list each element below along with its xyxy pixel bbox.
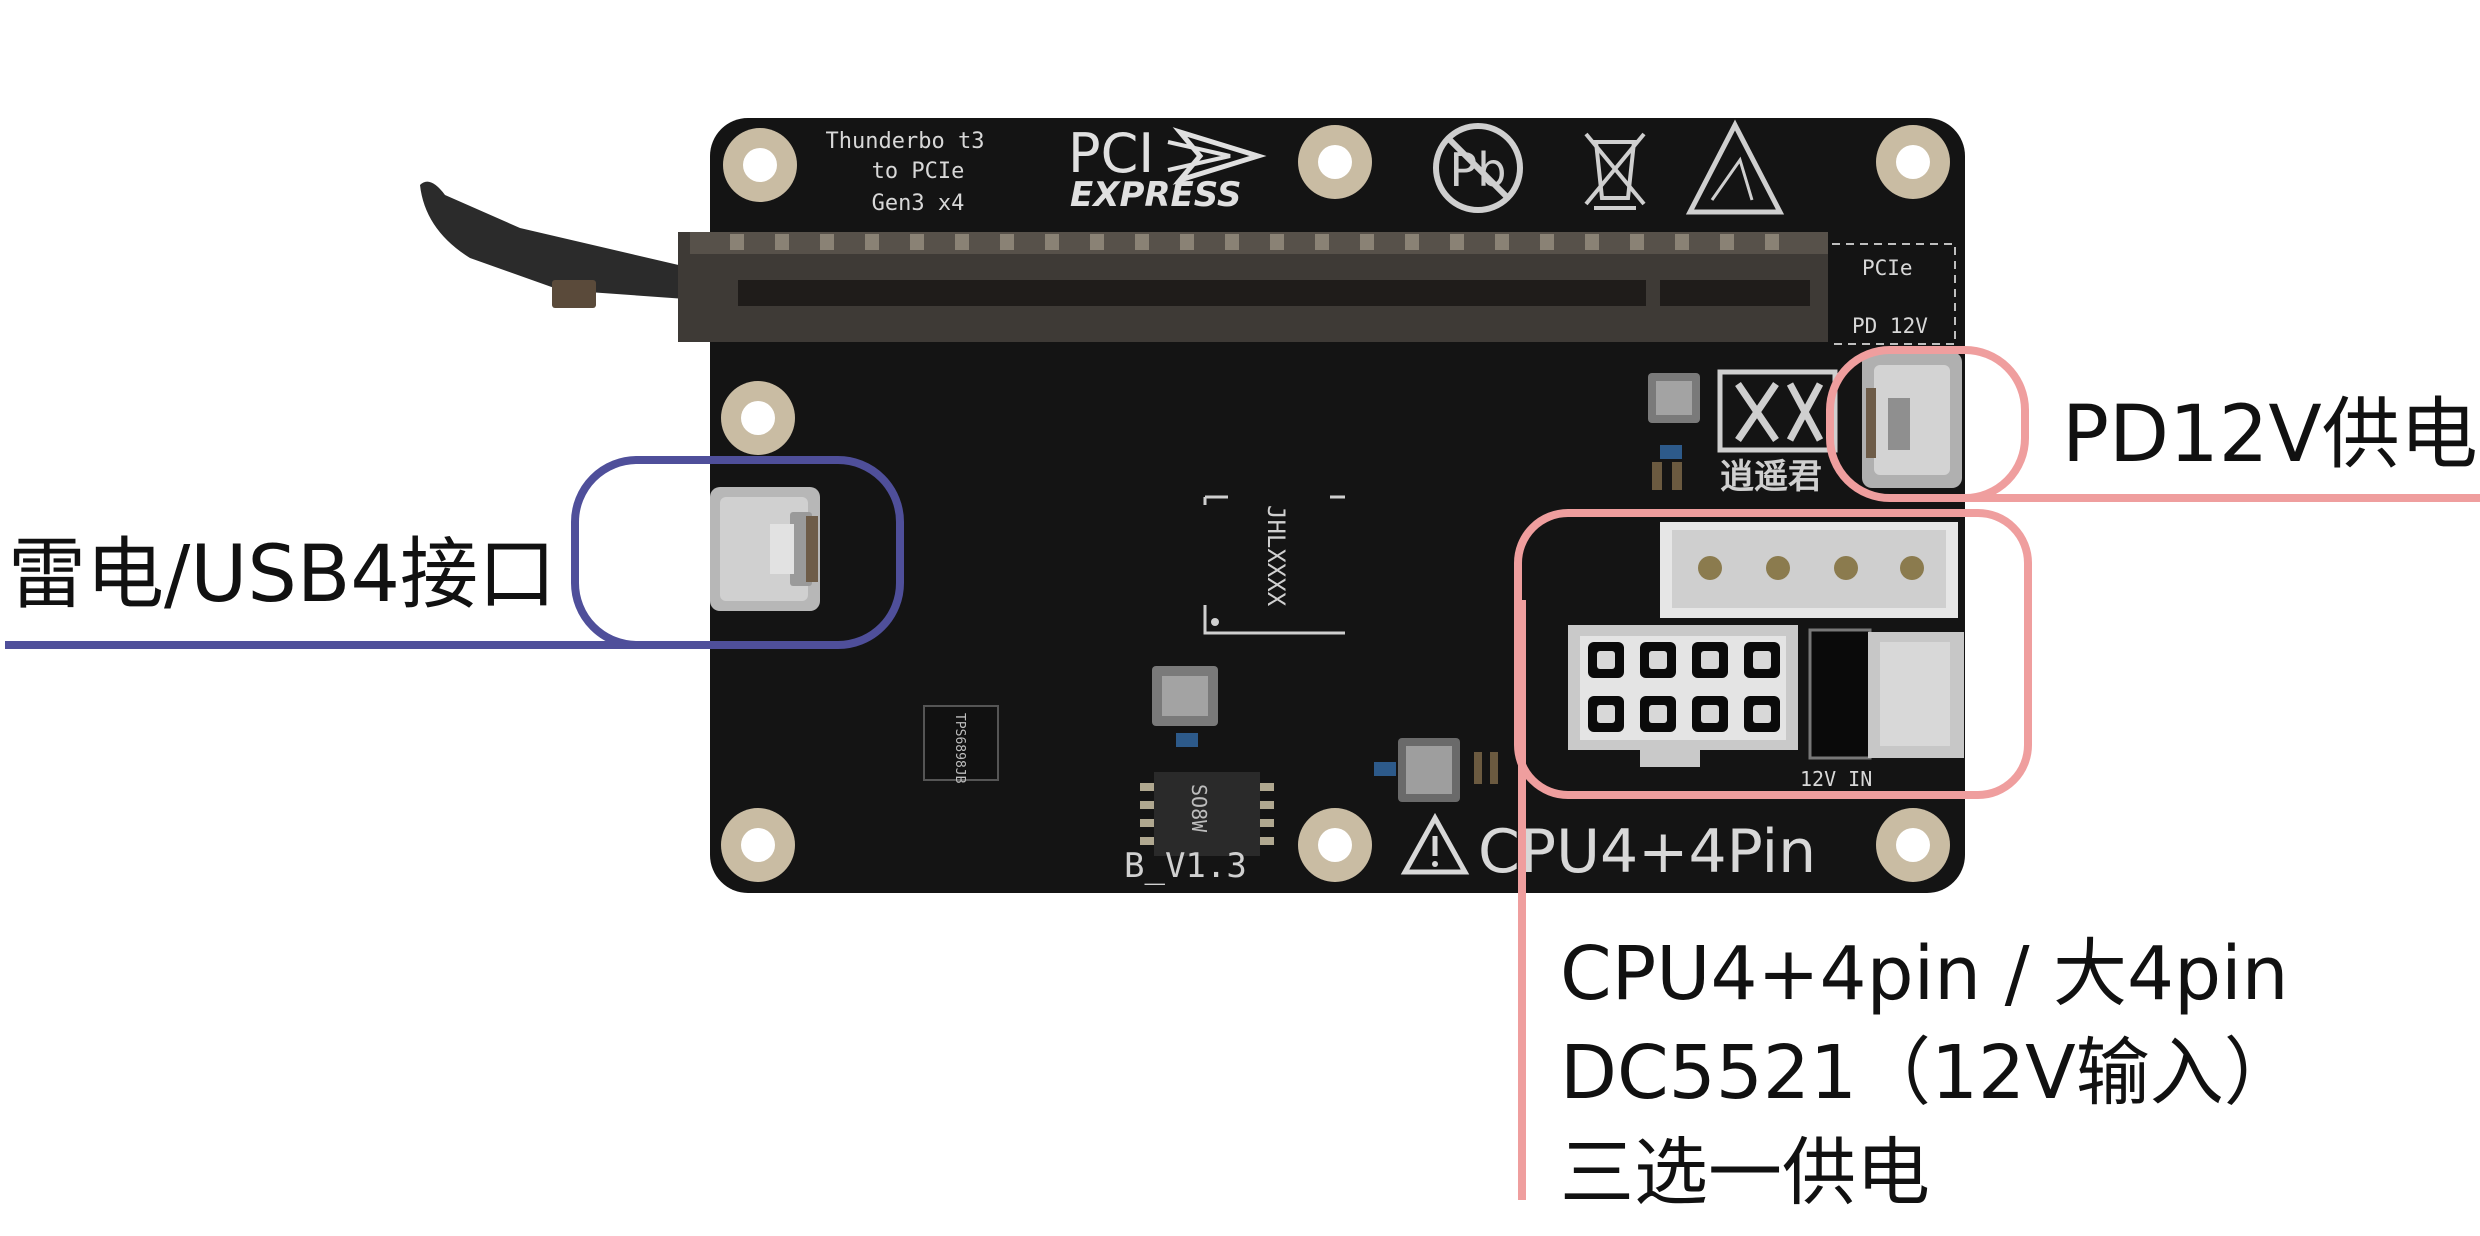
power-callout-line: CPU4+4pin / 大4pin — [1560, 931, 2289, 1017]
slot-tooth — [1135, 234, 1149, 250]
pci-express-logo: PCI EXPRESS — [1068, 122, 1267, 215]
esd-warning-icon — [1685, 119, 1785, 215]
molex-4pin-connector — [1660, 522, 1958, 618]
mounting-hole — [1876, 808, 1950, 882]
slot-tooth — [1630, 234, 1644, 250]
small-chip-label: TPS6898JB — [952, 713, 967, 784]
slot-tooth — [1360, 234, 1374, 250]
cpu-warning: CPU4+4Pin — [1400, 812, 1816, 887]
weee-icon — [1584, 132, 1646, 210]
slot-tooth — [730, 234, 744, 250]
slot-tooth — [1270, 234, 1284, 250]
thunderbolt-usb-c-port — [710, 487, 820, 611]
slot-tooth — [1765, 234, 1779, 250]
pin-contact — [1597, 705, 1615, 723]
mounting-holes — [721, 125, 1950, 882]
thunderbolt-callout — [5, 456, 904, 649]
inductor — [1152, 666, 1218, 747]
lead-free-icon: Pb — [1433, 123, 1523, 213]
pin-contact — [1701, 705, 1719, 723]
pd12v-label: PD 12V — [1852, 314, 1928, 338]
power-callout-line: DC5521（12V输入） — [1560, 1030, 2298, 1116]
pin-contact — [1701, 651, 1719, 669]
board-title: Thunderbo t3 to PCIe Gen3 x4 — [826, 129, 985, 216]
inductor — [1648, 373, 1700, 490]
controller-chip: JHLXXXX — [1203, 495, 1345, 635]
pin-contact — [1753, 705, 1771, 723]
mounting-hole — [1298, 125, 1372, 199]
slot-tooth — [1495, 234, 1509, 250]
slot-tooth — [1000, 234, 1014, 250]
dc5521-jack: 12V IN — [1800, 628, 1964, 791]
pci-bracket — [420, 181, 700, 308]
board-title-line: Thunderbo t3 — [826, 129, 985, 154]
so8w-chip: SO8W — [1140, 772, 1274, 856]
pcie-label: PCIe — [1862, 256, 1913, 280]
pci-logo-top: PCI — [1068, 122, 1154, 185]
power-in-label: 12V IN — [1800, 767, 1872, 791]
slot-tooth — [955, 234, 969, 250]
mounting-hole — [721, 381, 795, 455]
slot-tooth — [865, 234, 879, 250]
slot-tooth — [1585, 234, 1599, 250]
power-callout — [1514, 509, 2032, 1200]
power-callout-line: 三选一供电 — [1560, 1130, 1930, 1216]
pci-logo-bottom: EXPRESS — [1070, 175, 1242, 215]
mounting-hole — [723, 128, 797, 202]
slot-tooth — [1405, 234, 1419, 250]
brand-logo: 逍遥君 — [1717, 369, 1838, 497]
chip-label: JHLXXXX — [1262, 505, 1290, 607]
cpu-4plus4-pin-connector — [1568, 625, 1798, 767]
mounting-hole — [1298, 808, 1372, 882]
slot-tooth — [1090, 234, 1104, 250]
slot-tooth — [1540, 234, 1554, 250]
so8w-label: SO8W — [1187, 784, 1211, 833]
mounting-hole — [1876, 125, 1950, 199]
pin-contact — [1753, 651, 1771, 669]
pd12v-callout — [1826, 346, 2480, 502]
slot-tooth — [1225, 234, 1239, 250]
slot-tooth — [1675, 234, 1689, 250]
slot-tooth — [1315, 234, 1329, 250]
small-ic: TPS6898JB — [923, 705, 999, 784]
pin-contact — [1649, 705, 1667, 723]
pcie-pd-outline: PCIe PD 12V — [1832, 243, 1956, 345]
slot-tooth — [910, 234, 924, 250]
pd12v-usb-c-port — [1862, 352, 1962, 488]
mounting-hole — [721, 808, 795, 882]
slot-tooth — [1450, 234, 1464, 250]
thunderbolt-callout-label: 雷电/USB4接口 — [8, 530, 557, 620]
pin-contact — [1597, 651, 1615, 669]
slot-tooth — [1045, 234, 1059, 250]
slot-tooth — [820, 234, 834, 250]
brand-text: 逍遥君 — [1720, 457, 1822, 497]
slot-tooth — [1180, 234, 1194, 250]
board-title-line: to PCIe — [872, 159, 965, 184]
pcie-slot — [678, 232, 1828, 342]
inductor — [1374, 738, 1498, 802]
slot-tooth — [775, 234, 789, 250]
version-label: B_V1.3 — [1124, 846, 1247, 886]
slot-tooth — [1720, 234, 1734, 250]
board-title-line: Gen3 x4 — [872, 191, 965, 216]
pd12v-callout-label: PD12V供电 — [2062, 390, 2478, 480]
pin-contact — [1649, 651, 1667, 669]
cpu-label: CPU4+4Pin — [1478, 817, 1816, 887]
